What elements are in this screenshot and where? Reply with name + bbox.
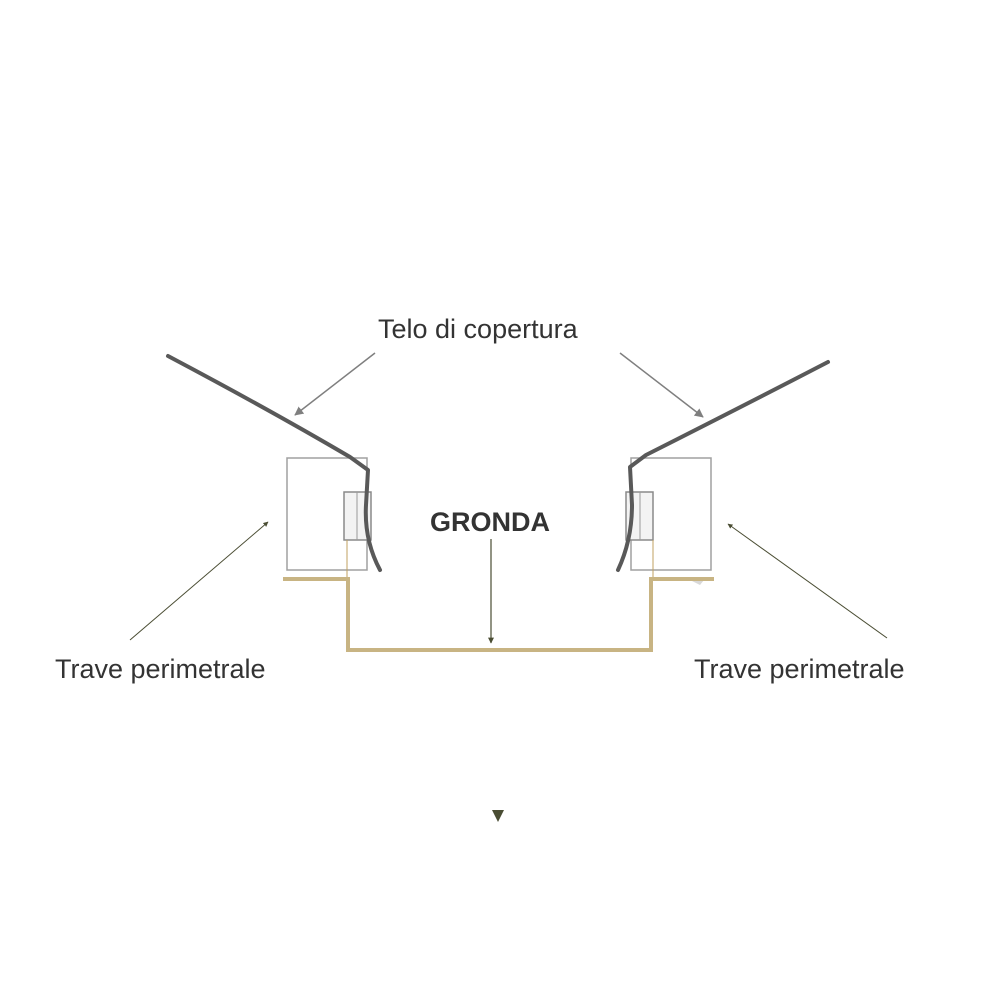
left-cover-sheet [166,354,382,572]
stray-triangle-marker [492,810,504,822]
right-cover-sheet [616,360,830,572]
gutter-label: GRONDA [430,507,550,537]
cover-arrow-right [619,352,704,418]
right-beam [625,457,712,585]
left-beam-label: Trave perimetrale [55,654,266,684]
cover-label: Telo di copertura [378,314,579,344]
right-beam-label: Trave perimetrale [694,654,905,684]
gutter-channel [283,577,714,652]
beam-arrow-left [129,521,269,641]
cover-arrow-left [294,352,376,416]
beam-arrow-right [727,523,888,639]
right-beam-notch [690,580,704,585]
left-beam [286,457,372,578]
